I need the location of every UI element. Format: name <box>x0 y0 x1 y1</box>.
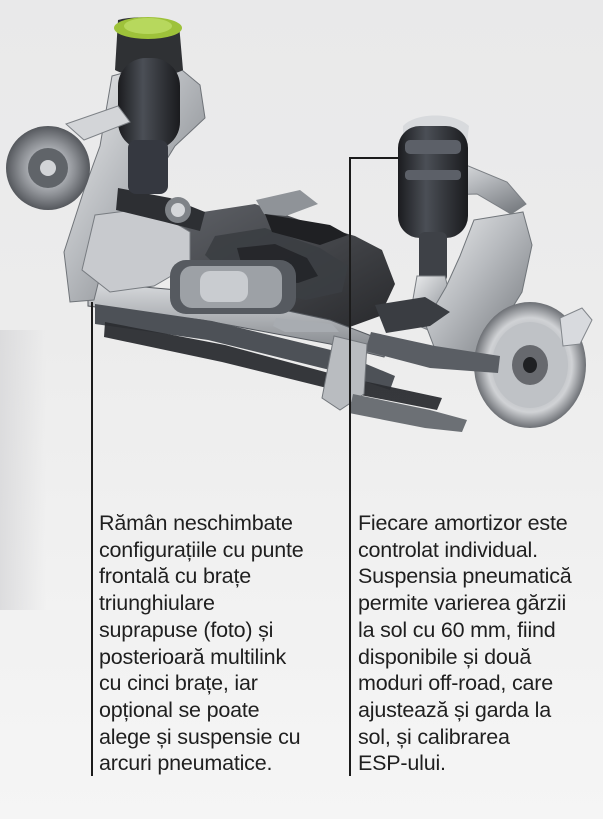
right-callout-line-horizontal <box>349 157 398 159</box>
left-air-strut <box>118 58 180 150</box>
left-caption: Rămân neschimbate configurațiile cu punt… <box>99 511 304 776</box>
right-callout-line-vertical <box>349 157 351 776</box>
background-shadow <box>0 330 46 610</box>
left-callout-line <box>91 302 93 776</box>
right-caption: Fiecare amortizor este controlat individ… <box>358 511 572 776</box>
